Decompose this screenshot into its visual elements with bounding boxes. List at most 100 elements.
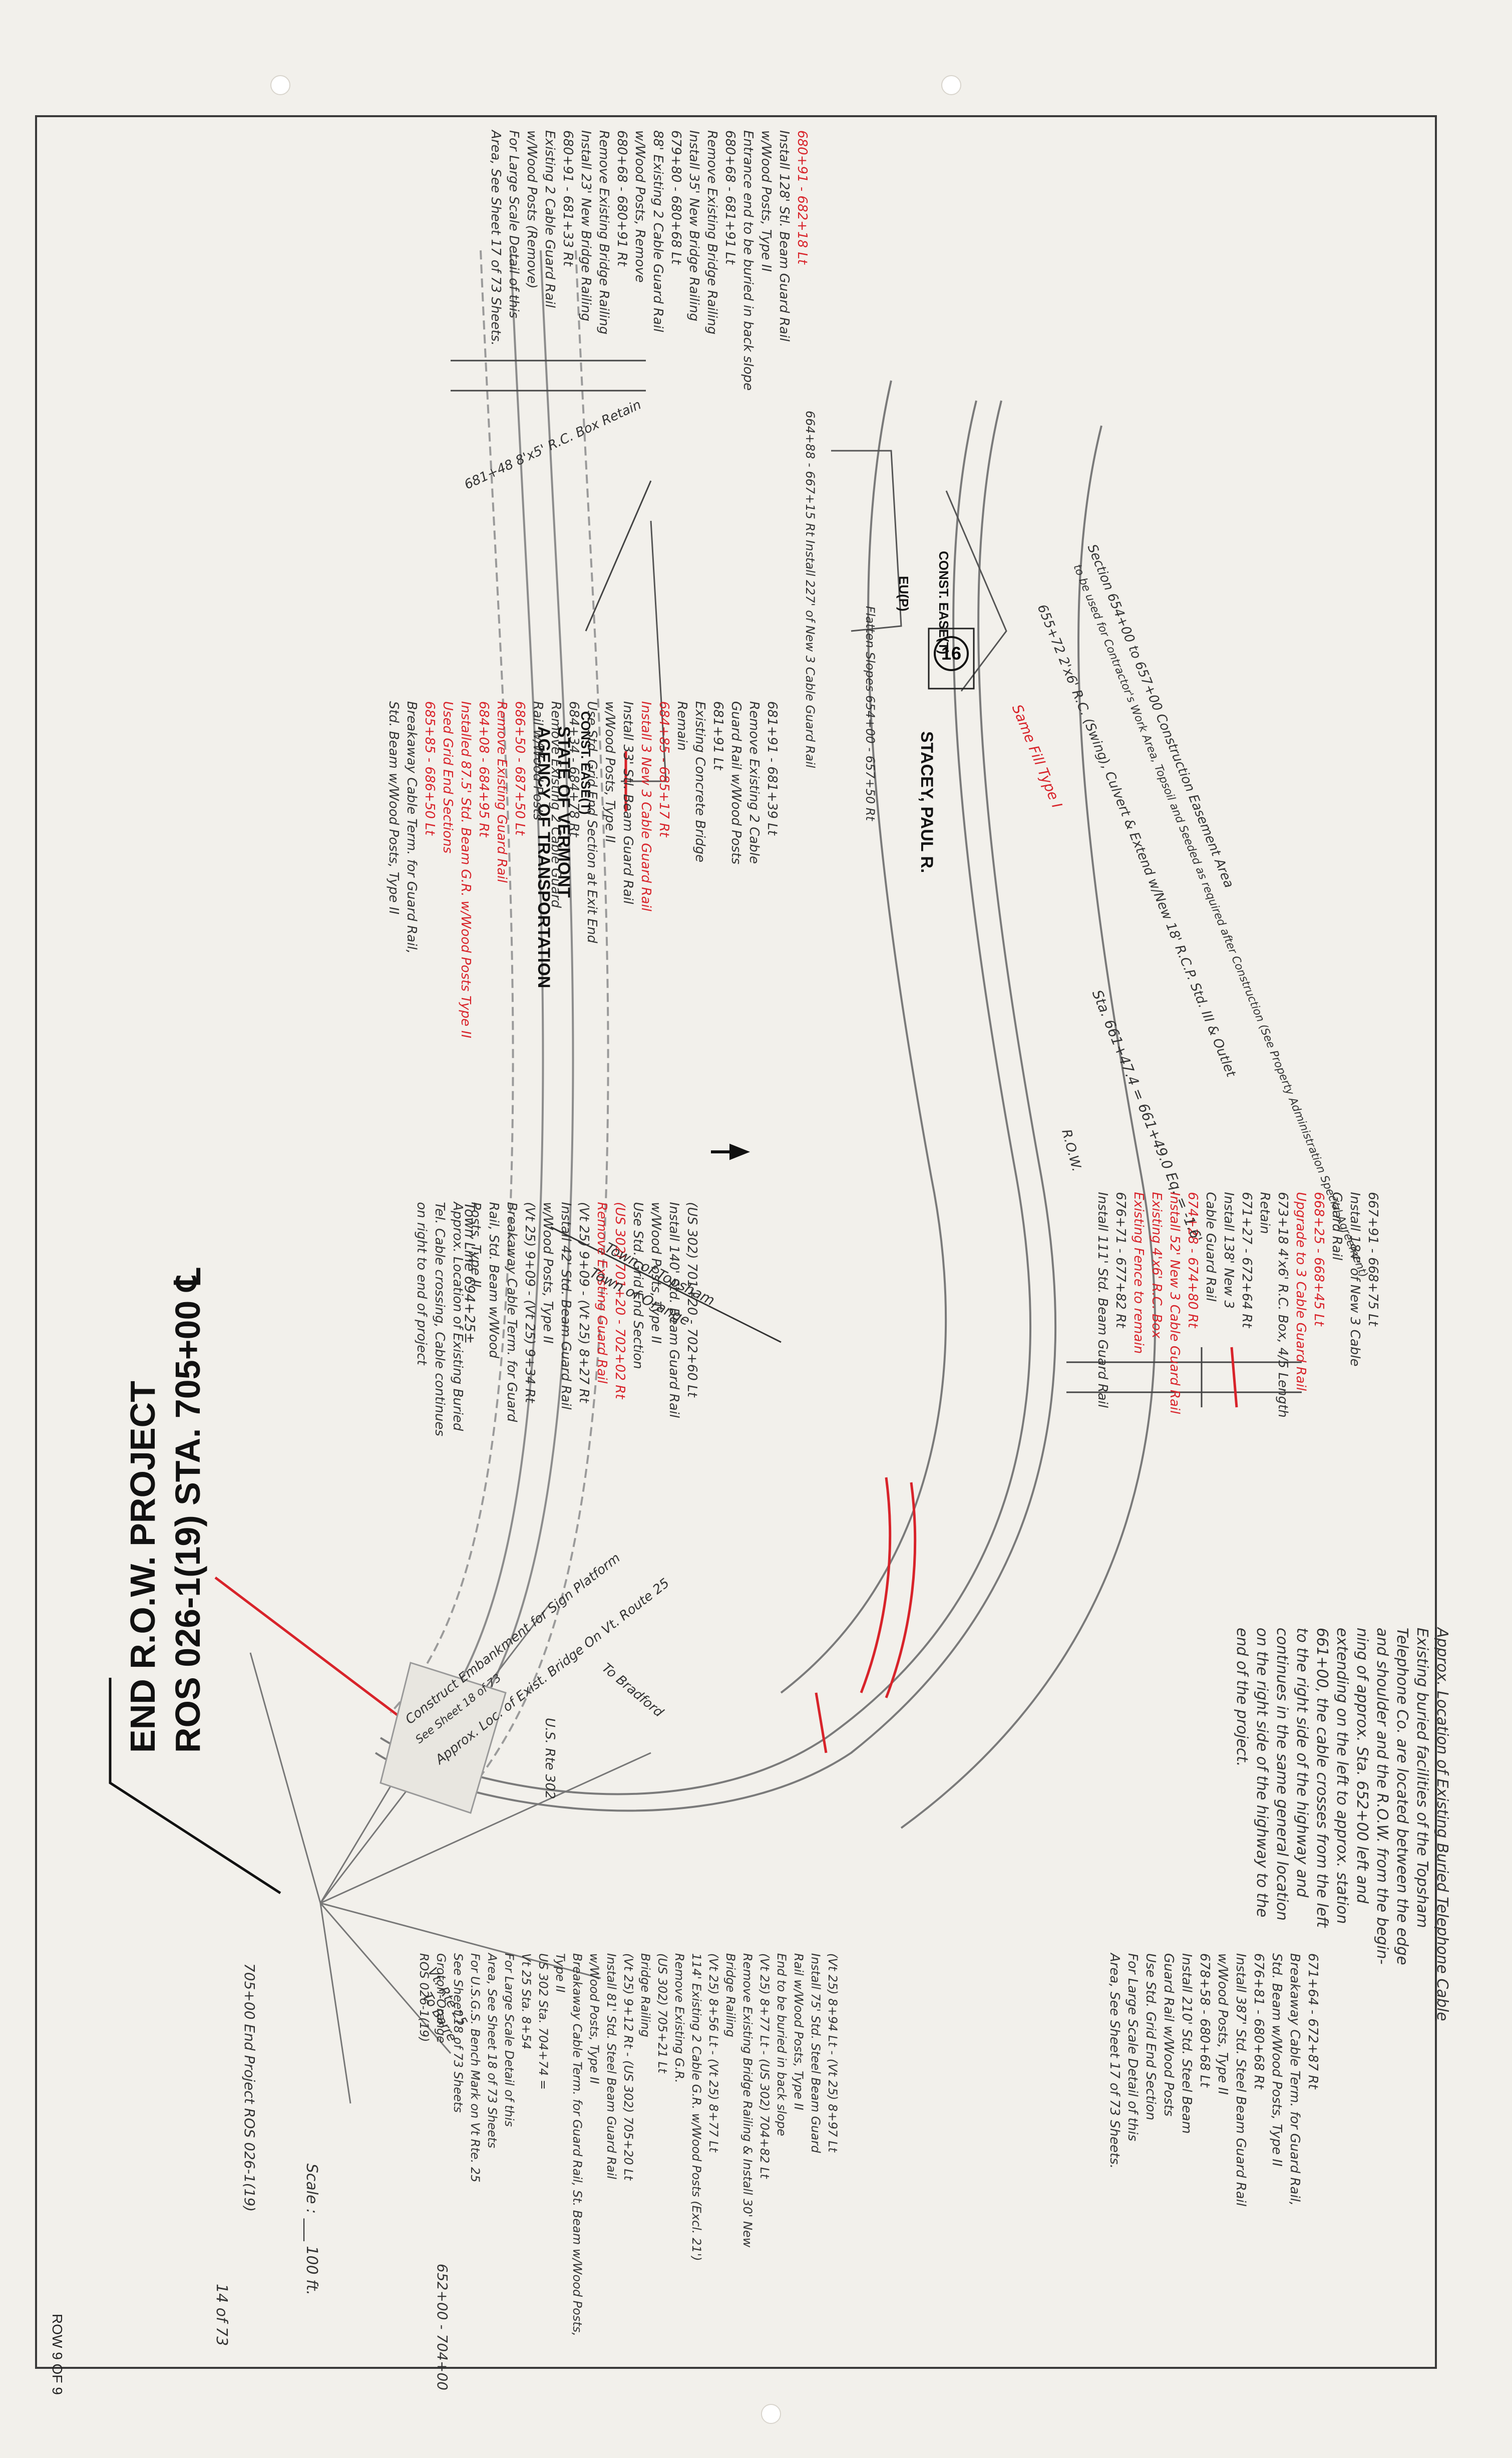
note-line: For Large Scale Detail of this: [1125, 1953, 1140, 2141]
town-line: [550, 1226, 782, 1343]
row-line-old-right: [475, 250, 609, 1784]
note-line: on right to end of project: [414, 1202, 429, 1365]
note-line: Use Std. Grid End Section: [630, 1202, 645, 1369]
culvert-lines: [451, 360, 1302, 1407]
highway-edge-right: [380, 400, 1032, 1795]
row-line-right: [900, 425, 1156, 1829]
note-line: 680+68 - 680+91 Rt: [614, 130, 629, 266]
cable-rail-note: 664+88 - 667+15 Rt Install 227' of New 3…: [803, 411, 817, 768]
note-line: Used Grid End Sections: [440, 701, 455, 853]
route-302-label: U.S. Rte 302: [542, 1718, 557, 1799]
bottom-right-notes: 671+64 - 672+87 Rt Breakaway Cable Term.…: [1105, 1953, 1322, 2206]
note-line: Type II: [553, 1953, 567, 1993]
north-arrow: [711, 1143, 750, 1160]
note-line: (US 302) 701+20 - 702+02 Rt: [612, 1202, 627, 1399]
note-line: For U.S.G.S. Bench Mark on Vt Rte. 25: [468, 1953, 482, 2183]
note-line: Rail w/Wood Posts: [530, 701, 545, 820]
note-line: 680+68 - 681+91 Lt: [722, 130, 737, 264]
note-line: (US 302) 705+21 Lt: [655, 1953, 669, 2073]
note-line: w/Wood Posts (Remove): [524, 130, 539, 289]
note-title: Approx. Location of Existing Buried Tele…: [1433, 1628, 1451, 2021]
note-line: 673+18 4'x6' R.C. Box, 4/5 Length: [1275, 1192, 1290, 1418]
note-line: 671+27 - 672+64 Rt: [1239, 1192, 1254, 1328]
note-line: 684+08 - 684+95 Rt: [476, 701, 491, 837]
station-range: 652+00 - 704+00: [434, 2264, 451, 2390]
note-line: Install 33' Stl. Beam Guard Rail: [620, 701, 635, 904]
note-line: Install 81' Std. Steel Beam Guard Rail: [604, 1953, 618, 2180]
note-line: 676+81 - 680+68 Rt: [1251, 1953, 1266, 2089]
note-line: Entrance end to be buried in back slope: [740, 130, 755, 391]
old-road-right: [440, 250, 574, 1769]
note-line: Cable Guard Rail: [1203, 1192, 1218, 1302]
lower-left-notes: (US 302) 701+20 - 702+60 Lt Install 140'…: [413, 1202, 701, 1436]
note-line: Existing 2 Cable Guard Rail: [542, 130, 557, 308]
note-line: Rail w/Wood Posts, Type II: [792, 1953, 806, 2110]
note-line: Install 75' Std. Steel Beam Guard: [809, 1953, 823, 2153]
end-station-label: 705+00 End Project ROS 026-1(19): [241, 1963, 258, 2212]
note-line: Install 42' Std. Beam Guard Rail: [558, 1202, 573, 1410]
note-line: w/Wood Posts, Type II: [759, 130, 774, 272]
note-line: Remove Existing Guard Rail: [594, 1202, 609, 1384]
punch-hole: [941, 75, 961, 95]
note-line: Breakaway Cable Term. for Guard: [504, 1202, 519, 1422]
note-line: Remove Existing Bridge Railing & Install…: [740, 1953, 754, 2248]
easement-label: CONST. EASE(T): [936, 551, 951, 655]
note-line: Install 210' Std. Steel Beam: [1179, 1953, 1194, 2134]
title-line-2: ROS 026-1(19) STA. 705+00 ℄: [168, 1268, 207, 1753]
note-line: Install 35' New Bridge Railing: [686, 130, 701, 322]
note-line: w/Wood Posts, Type II: [540, 1202, 555, 1344]
note-line: For Large Scale Detail of this: [506, 130, 521, 319]
intersection-linework: [249, 1602, 651, 2104]
town-line-label: Town Line 694+25±: [459, 1202, 481, 1344]
note-line: 676+71 - 677+82 Rt: [1113, 1192, 1128, 1328]
easement-label: EU(P): [896, 576, 911, 611]
note-line: Area, See Sheet 17 of 73 Sheets.: [488, 130, 503, 346]
note-line: Install 3 New 3 Cable Guard Rail: [638, 701, 653, 911]
highway-edge-left: [374, 400, 1057, 1812]
note-line: Breakaway Cable Term. for Guard Rail,: [404, 701, 419, 954]
note-line: End to be buried in back slope: [775, 1953, 789, 2136]
note-line: (Vt 25) 9+09 - (Vt 25) 8+27 Rt: [576, 1202, 591, 1403]
note-line: 685+85 - 686+50 Lt: [422, 701, 437, 835]
note-line: extending on the left to approx. station: [1333, 1628, 1351, 1924]
note-line: Area, See Sheet 18 of 73 Sheets: [485, 1953, 499, 2148]
note-line: ning of approx. Sta. 652+00 left and: [1353, 1628, 1371, 1904]
title-block: END R.O.W. PROJECT ROS 026-1(19) STA. 70…: [120, 1268, 210, 1753]
note-line: (Vt 25) 9+09 - (Vt 25) 9+34 Rt: [522, 1202, 537, 1403]
note-line: Install 128' Stl. Beam Guard Rail: [777, 130, 792, 342]
note-line: 680+91 - 681+33 Rt: [560, 130, 575, 266]
note-line: Install 23' New Bridge Railing: [578, 130, 593, 322]
owner-name: STACEY, PAUL R.: [917, 731, 936, 873]
note-line: Remove Existing Bridge Railing: [596, 130, 611, 335]
note-line: w/Wood Posts, Remove: [632, 130, 647, 283]
property-parcel-lines: [621, 450, 1007, 782]
note-line: 681+91 - 681+39 Lt: [765, 701, 780, 835]
row-line-old-left: [390, 250, 514, 1714]
note-line: (Vt 25) 8+94 Lt - (Vt 25) 8+97 Lt: [826, 1953, 840, 2153]
note-line: Guard Rail w/Wood Posts: [728, 701, 743, 864]
note-line: Guard Rail w/Wood Posts: [1161, 1953, 1176, 2116]
note-line: Tel. Cable crossing, Cable continues: [432, 1202, 447, 1436]
note-line: Existing Concrete Bridge: [692, 701, 707, 862]
note-line: Bridge Railing: [638, 1953, 652, 2037]
note-line: 679+80 - 680+68 Lt: [668, 130, 683, 264]
note-line: Existing 4'x6' R.C. Box: [1149, 1192, 1164, 1339]
scale-label: Scale : ___ 100 ft.: [303, 2164, 320, 2296]
note-line: Area, See Sheet 17 of 73 Sheets.: [1107, 1953, 1122, 2169]
note-line: Install 138' New 3: [1221, 1192, 1236, 1309]
note-line: Std. Beam w/Wood Posts, Type II: [1269, 1953, 1284, 2167]
note-line: 684+85 - 685+17 Rt: [656, 701, 671, 837]
note-line: Retain: [1257, 1192, 1272, 1234]
note-line: Bridge Railing: [723, 1953, 737, 2037]
note-line: 686+50 - 687+50 Lt: [512, 701, 527, 835]
center-notes: 681+91 - 681+39 Lt Remove Existing 2 Cab…: [385, 701, 781, 1038]
note-line: (Vt 25) 8+77 Lt - (US 302) 704+82 Lt: [758, 1953, 772, 2179]
note-line: Installed 87.5' Std. Beam G.R. w/Wood Po…: [458, 701, 473, 1038]
row-sheet-number: ROW 9 OF 9: [50, 2314, 65, 2395]
note-line: Remove Existing 2 Cable Guard: [548, 701, 563, 908]
note-line: Use Std. Grid End Section at Exit End: [584, 701, 599, 944]
note-line: Remove Existing Guard Rail: [494, 701, 509, 883]
note-line: For Large Scale Detail of this: [502, 1953, 516, 2127]
left-notes: 680+91 - 682+18 Lt Install 128' Stl. Bea…: [487, 130, 811, 391]
